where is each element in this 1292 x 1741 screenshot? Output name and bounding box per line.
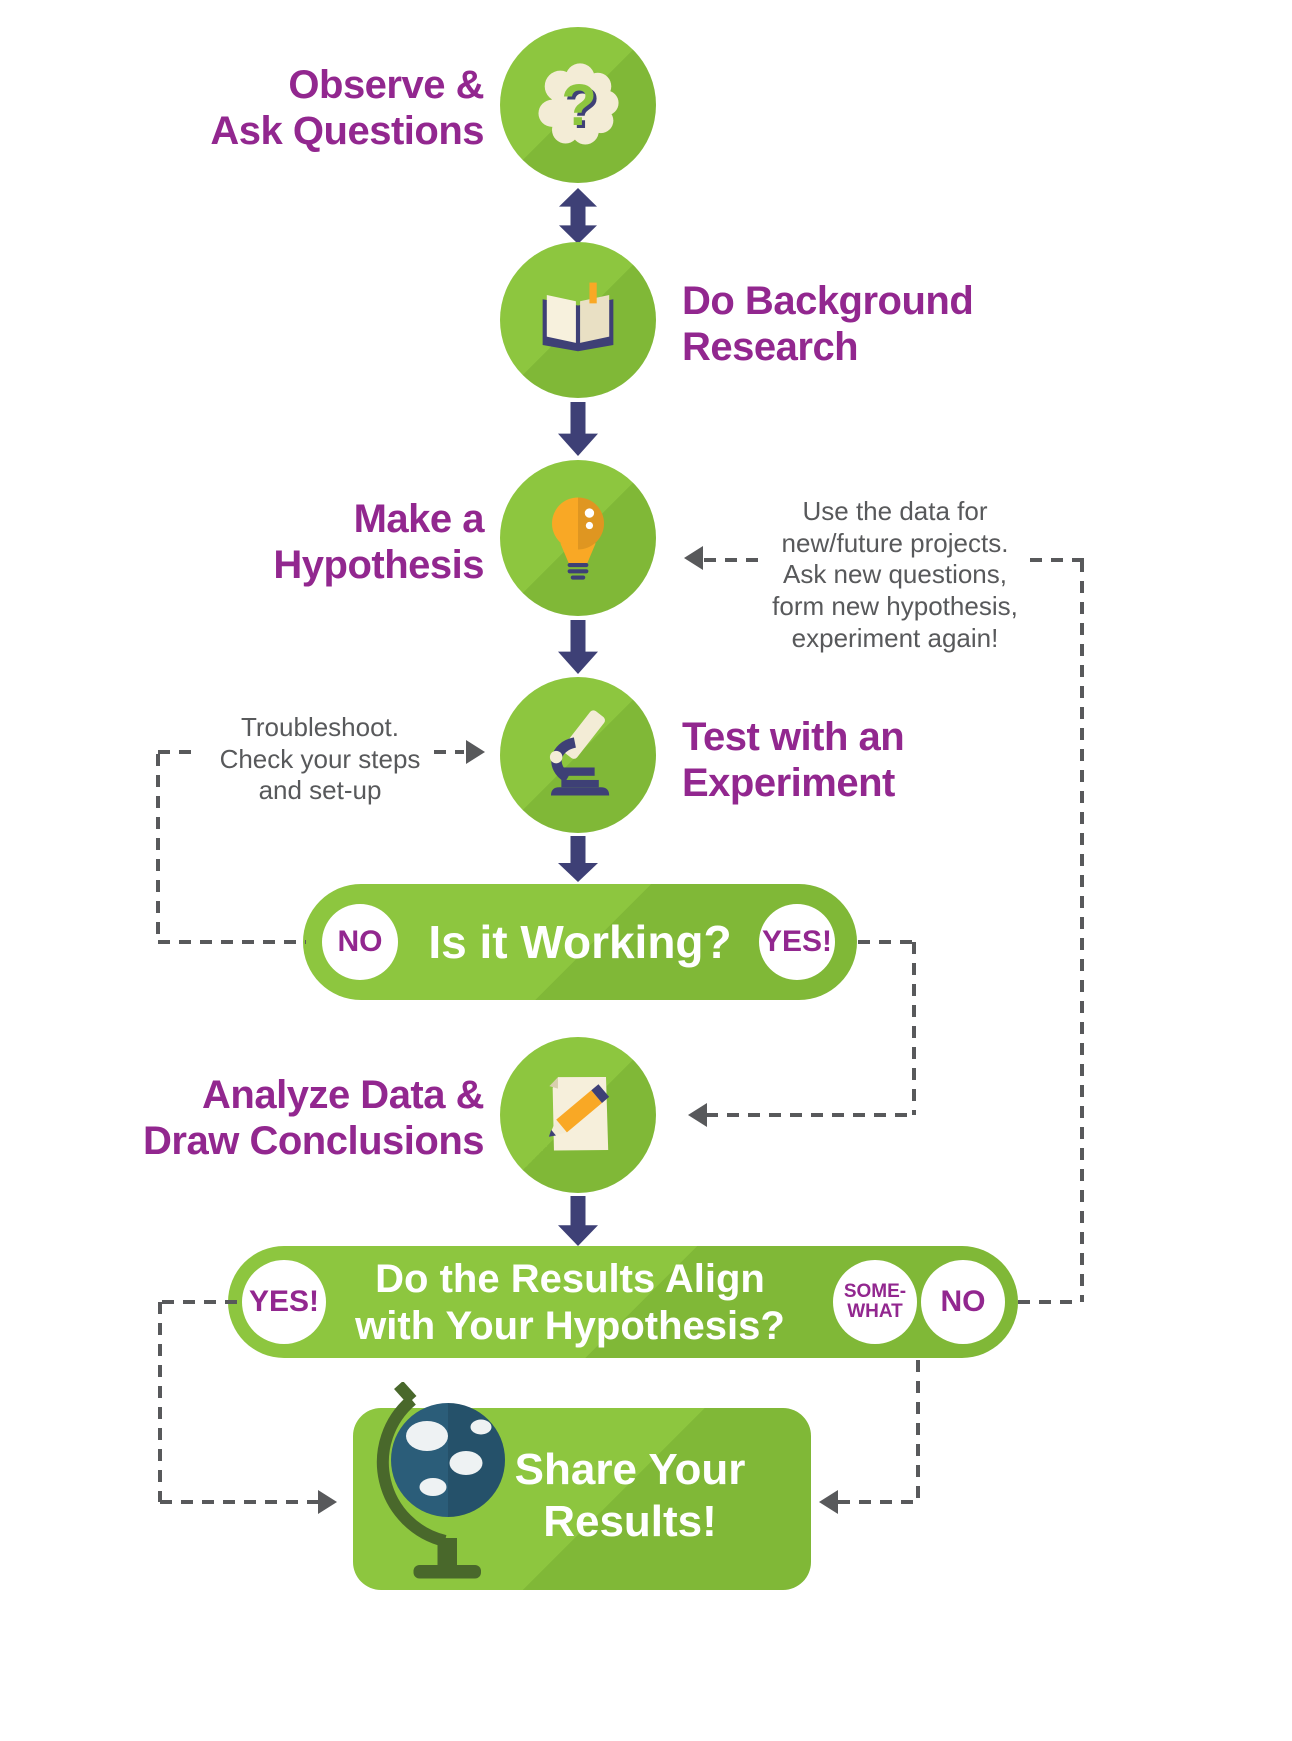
microscope-icon	[549, 710, 610, 796]
note-line: form new hypothesis,	[772, 591, 1018, 622]
note-line: and set-up	[258, 775, 382, 806]
arrow-experiment-working	[556, 836, 600, 882]
note-line: new/future projects.	[781, 527, 1009, 558]
yes-label: YES!	[761, 925, 833, 958]
dash-working-yes-to-mid-rail	[858, 940, 916, 944]
arrowhead-to-share-right-icon	[819, 1490, 838, 1514]
step-circle-observe: ? ?	[500, 27, 656, 183]
arrow-analyze-align	[556, 1196, 600, 1246]
step-label-line: Research	[682, 325, 859, 370]
dash-somewhat-rail-to-share	[838, 1500, 918, 1504]
step-label-line: Analyze Data &	[202, 1073, 484, 1117]
step-label-line: Do Background	[682, 279, 974, 323]
decision-question-align: Do the Results Align with Your Hypothesi…	[320, 1256, 820, 1350]
note-line: Ask new questions,	[782, 559, 1007, 590]
open-book-icon	[542, 282, 614, 352]
brain-question-icon: ? ?	[538, 63, 619, 145]
down-arrow-icon	[558, 1196, 598, 1246]
note-line: experiment again!	[791, 622, 999, 653]
dash-left-rail-to-share	[160, 1500, 318, 1504]
arrow-research-hypothesis	[556, 402, 600, 456]
dash-mid-rail-yes-to-analyze	[912, 942, 916, 1115]
step-label-line: Hypothesis	[273, 543, 484, 588]
somewhat-circle-align: SOME- WHAT	[833, 1260, 917, 1344]
arrow-observe-research	[556, 188, 600, 244]
yes-circle-working: YES!	[759, 904, 835, 980]
step-label-line: Make a	[353, 497, 485, 541]
dash-somewhat-to-share	[916, 1360, 920, 1502]
step-label-line: Draw Conclusions	[143, 1119, 484, 1164]
dash-reuse-to-right-rail	[1030, 558, 1084, 562]
decision-question-line: with Your Hypothesis?	[355, 1304, 785, 1349]
dash-yes-to-analyze	[706, 1113, 916, 1117]
note-line: Troubleshoot.	[240, 712, 400, 742]
step-circle-research	[500, 242, 656, 398]
step-label-line: Experiment	[682, 761, 895, 806]
share-label-line: Share Your	[514, 1445, 746, 1494]
no-label: NO	[337, 925, 383, 958]
dash-align-no-to-right-rail	[1018, 1300, 1080, 1304]
paper-pencil-icon	[548, 1077, 610, 1151]
decision-question-line: Do the Results Align	[375, 1257, 765, 1301]
dash-troubleshoot-to-experiment	[434, 750, 464, 754]
step-label-line: Ask Questions	[210, 109, 484, 154]
arrowhead-to-analyze-icon	[688, 1103, 707, 1127]
dash-align-yes-to-left-rail	[162, 1300, 240, 1304]
no-circle-align: NO	[921, 1260, 1005, 1344]
decision-question-working: Is it Working?	[428, 916, 732, 968]
dash-working-no-to-left-rail	[158, 940, 306, 944]
step-circle-hypothesis	[500, 460, 656, 616]
arrowhead-to-hypothesis-icon	[684, 546, 703, 570]
share-label-line: Results!	[543, 1496, 717, 1546]
step-label-line: Observe &	[288, 63, 484, 107]
yes-label: YES!	[248, 1285, 320, 1318]
down-arrow-icon	[558, 836, 598, 882]
step-label-experiment: Test with an Experiment	[682, 714, 1062, 807]
down-arrow-icon	[558, 620, 598, 674]
dash-reuse-to-hypothesis	[704, 558, 760, 562]
no-label: NO	[940, 1285, 986, 1318]
step-circle-analyze	[500, 1037, 656, 1193]
note-line: Check your steps	[219, 743, 421, 774]
step-label-line: Test with an	[682, 715, 905, 759]
arrowhead-to-experiment-icon	[466, 740, 485, 764]
step-label-observe: Observe & Ask Questions	[150, 62, 484, 155]
somewhat-label: WHAT	[847, 1301, 903, 1322]
no-circle-working: NO	[322, 904, 398, 980]
step-label-hypothesis: Make a Hypothesis	[200, 496, 484, 589]
share-results-label: Share Your Results!	[470, 1444, 790, 1548]
yes-circle-align: YES!	[242, 1260, 326, 1344]
arrowhead-to-share-left-icon	[318, 1490, 337, 1514]
somewhat-label: SOME-	[843, 1281, 907, 1303]
note-troubleshoot: Troubleshoot. Check your steps and set-u…	[190, 712, 450, 807]
svg-text:?: ?	[564, 76, 600, 141]
note-line: Use the data for	[802, 496, 988, 526]
dash-left-rail-yes-to-share	[158, 1302, 162, 1502]
down-arrow-icon	[558, 402, 598, 456]
arrow-hypothesis-experiment	[556, 620, 600, 674]
question-mark-glyph: ?	[561, 73, 597, 138]
dash-rail-to-troubleshoot	[158, 750, 194, 754]
dash-left-rail-no-to-troubleshoot	[156, 754, 160, 942]
step-label-research: Do Background Research	[682, 278, 1062, 371]
step-circle-experiment	[500, 677, 656, 833]
lightbulb-icon	[552, 497, 604, 580]
step-label-analyze: Analyze Data & Draw Conclusions	[90, 1072, 484, 1165]
globe-icon	[376, 1382, 505, 1579]
dash-right-rail-no-to-reuse	[1080, 560, 1084, 1302]
double-arrow-icon	[559, 188, 597, 244]
note-reuse-data: Use the data for new/future projects. As…	[735, 496, 1055, 655]
